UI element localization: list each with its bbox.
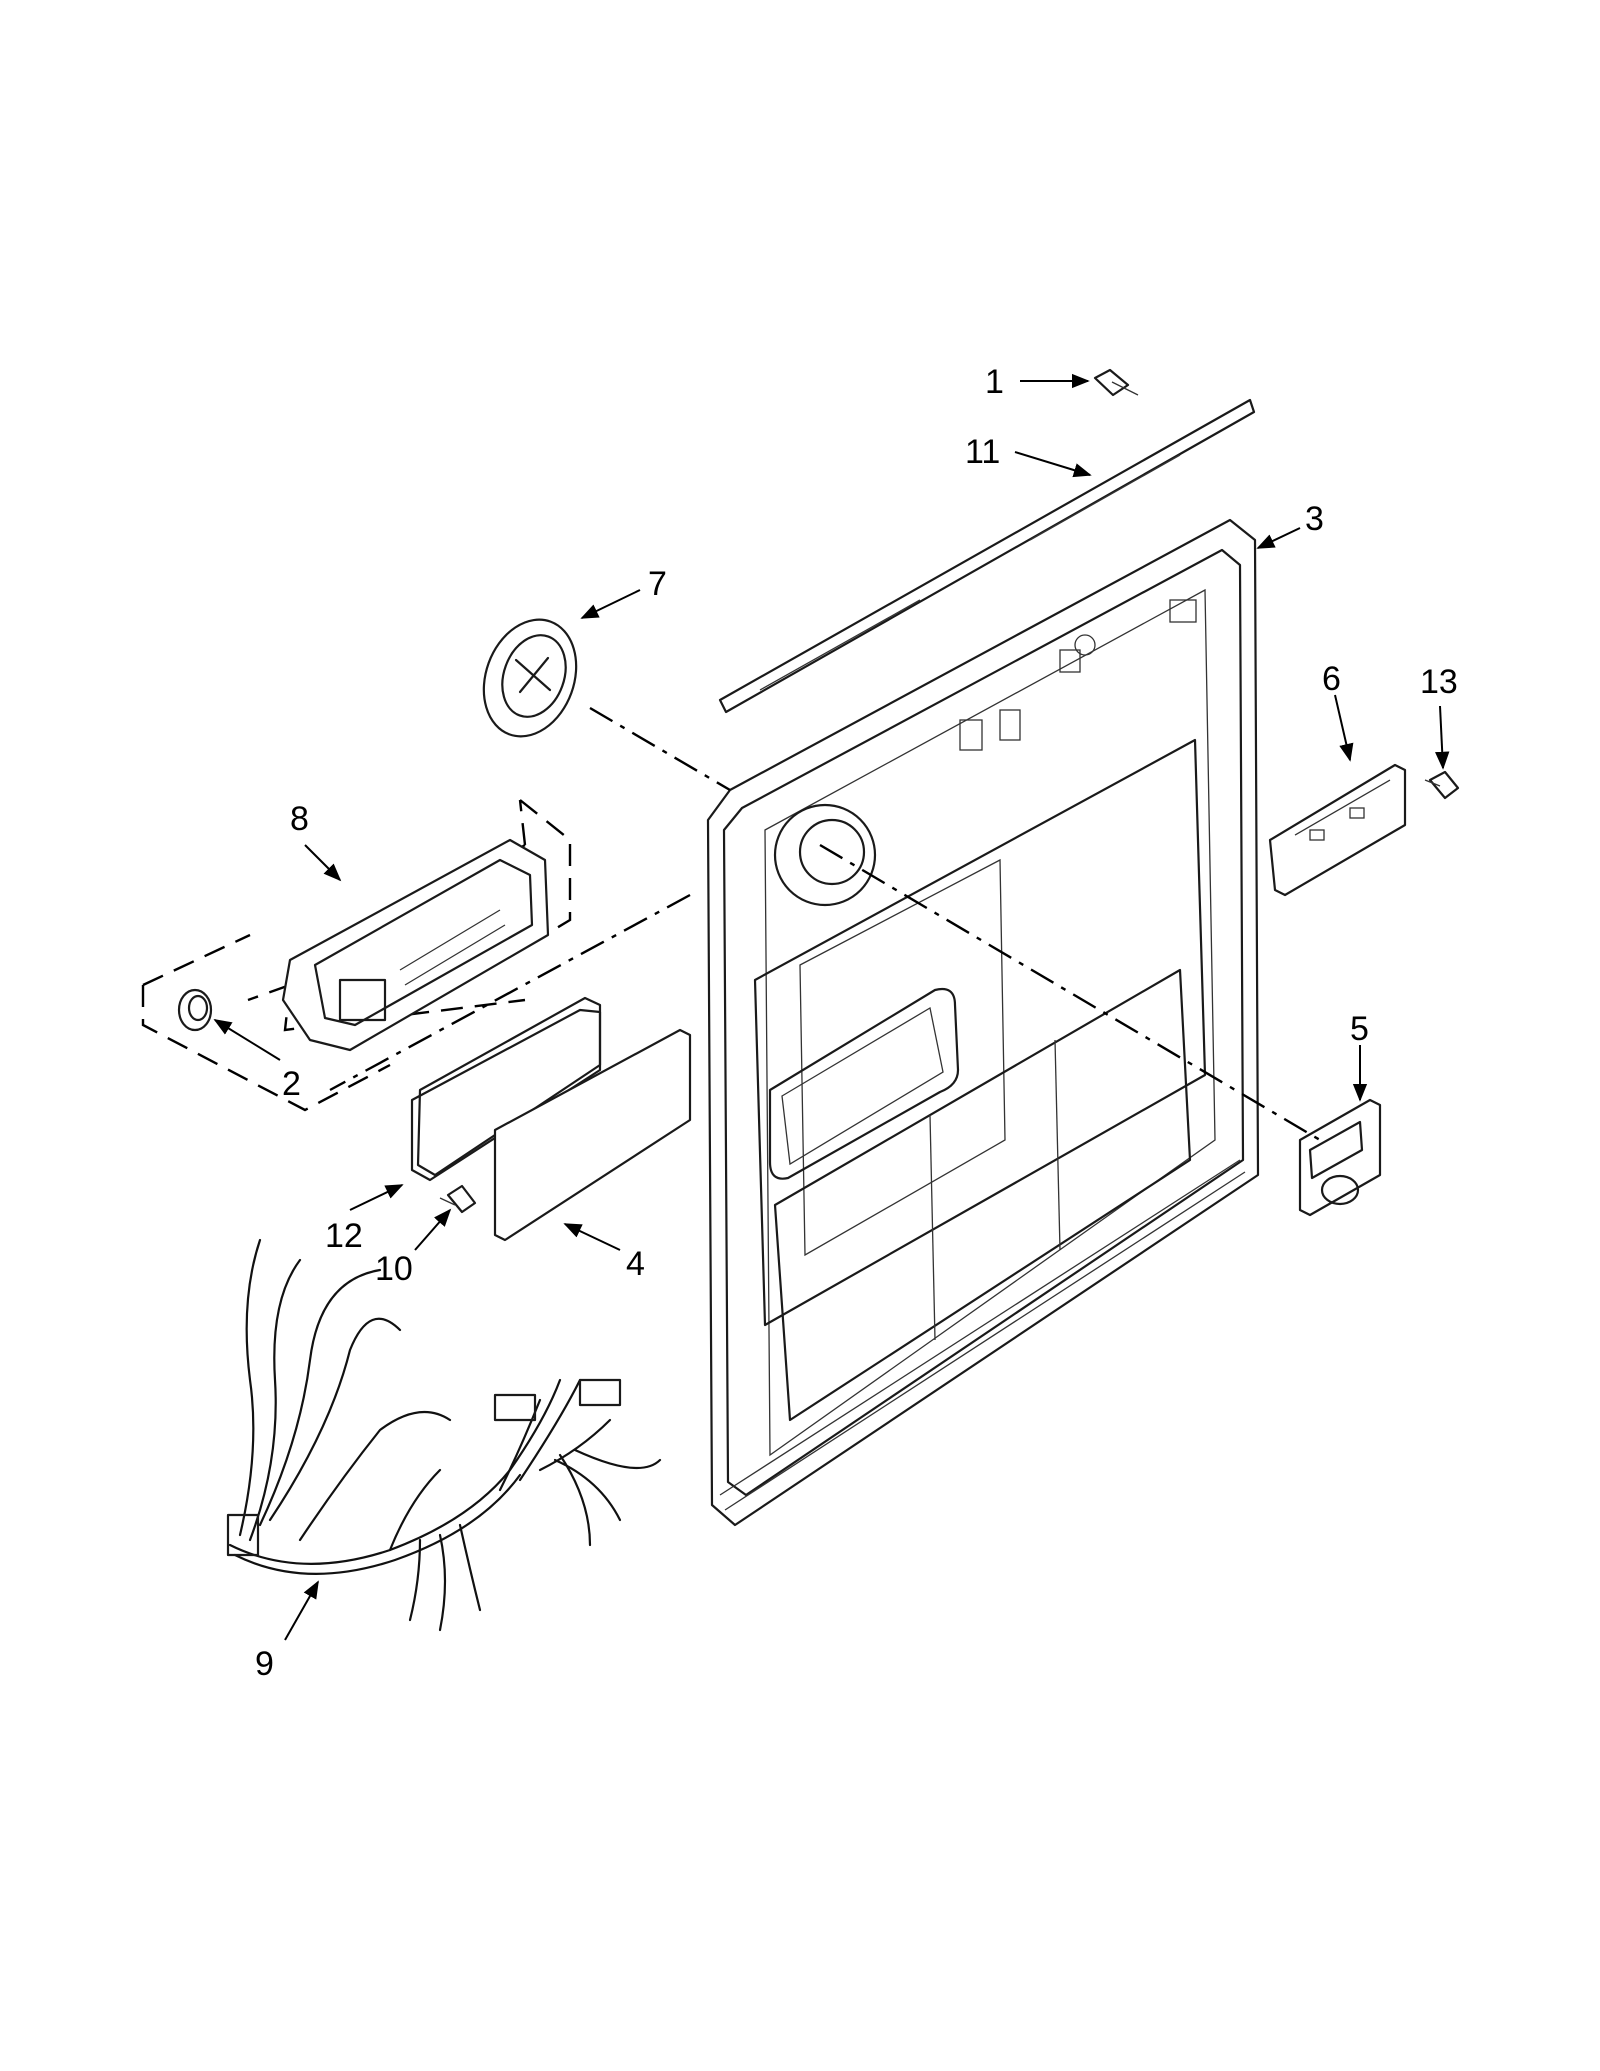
- board-part-4: [493, 1028, 692, 1242]
- callout-11: 11: [965, 433, 1000, 471]
- callout-labels: 1 2 3 4 5 6 7 8 9 10 11 12 13: [255, 363, 1458, 1683]
- gasket-part-12: [329, 893, 691, 1182]
- callout-12: 12: [325, 1217, 363, 1255]
- callout-10: 10: [375, 1250, 413, 1288]
- callout-8: 8: [290, 800, 309, 838]
- callout-1: 1: [985, 363, 1004, 401]
- latch-part-5: [1298, 1098, 1382, 1217]
- callout-3: 3: [1305, 500, 1324, 538]
- console-module: [141, 799, 572, 1112]
- callout-7: 7: [648, 565, 667, 603]
- callout-5: 5: [1350, 1010, 1369, 1048]
- screw-part-1: [1093, 368, 1139, 397]
- wire-harness: [226, 1238, 662, 1632]
- callout-2: 2: [282, 1065, 301, 1103]
- callout-6: 6: [1322, 660, 1341, 698]
- screw-part-10: [439, 1184, 477, 1214]
- callout-9: 9: [255, 1645, 274, 1683]
- vent-cap: [482, 618, 578, 738]
- alignment-lines: [589, 706, 1321, 1142]
- leader-lines: [213, 373, 1450, 1641]
- vent-strip: [718, 398, 1256, 714]
- inner-door-panel: [706, 518, 1260, 1527]
- knob-part-2: [177, 988, 213, 1032]
- screw-part-13: [1424, 770, 1460, 800]
- callout-13: 13: [1420, 663, 1458, 701]
- callout-4: 4: [626, 1245, 645, 1283]
- bracket-part-6: [1268, 763, 1407, 897]
